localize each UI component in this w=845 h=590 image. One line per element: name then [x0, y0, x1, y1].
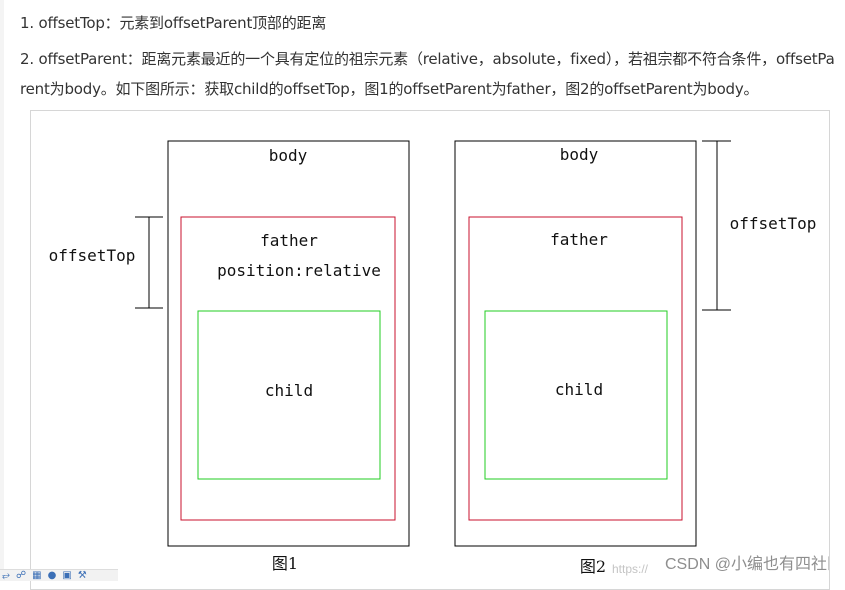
- diagram-figure: body father position:relative child offs…: [30, 110, 843, 590]
- diagram-svg: body father position:relative child offs…: [49, 140, 843, 576]
- fig2-body-box: [454, 140, 697, 547]
- fig1-father-label: father: [260, 231, 318, 250]
- bottom-toolbar: ⥂ ☍ ▦ ● ▣ ⚒: [0, 569, 118, 581]
- user-icon[interactable]: ●: [47, 569, 57, 581]
- chart-icon[interactable]: ▣: [62, 569, 72, 581]
- fig2-father-label: father: [550, 230, 608, 249]
- fig1-offsettop-label: offsetTop: [49, 246, 136, 265]
- fig2-father-box: [468, 216, 683, 521]
- figure-2: body father child offsetTop 图2: [454, 140, 817, 576]
- fig2-body-label: body: [560, 145, 599, 164]
- watermark-url: https://: [612, 562, 649, 576]
- item-offsettop: 1. offsetTop：元素到offsetParent顶部的距离: [20, 14, 327, 32]
- fig1-child-box: [197, 310, 381, 480]
- grid-icon[interactable]: ▦: [32, 569, 42, 581]
- share-icon[interactable]: ⥂: [2, 569, 10, 581]
- fig1-father-box: [180, 216, 396, 521]
- fig2-child-box: [484, 310, 668, 480]
- watermark-brand: CSDN @小编也有四社区: [665, 555, 829, 573]
- fig2-child-label: child: [555, 380, 603, 399]
- wrench-icon[interactable]: ⚒: [77, 569, 87, 581]
- fig2-caption: 图2: [580, 557, 606, 576]
- fig1-position-label: position:relative: [217, 261, 381, 280]
- figure-1: body father position:relative child offs…: [49, 140, 410, 573]
- fig1-body-label: body: [269, 146, 308, 165]
- item-offsetparent: 2. offsetParent：距离元素最近的一个具有定位的祖宗元素（relat…: [20, 50, 835, 98]
- link-icon[interactable]: ☍: [16, 569, 27, 581]
- fig1-caption: 图1: [272, 554, 298, 573]
- left-rule: [0, 0, 4, 581]
- fig1-child-label: child: [265, 381, 313, 400]
- fig1-body-box: [167, 140, 410, 547]
- fig2-offsettop-label: offsetTop: [730, 214, 817, 233]
